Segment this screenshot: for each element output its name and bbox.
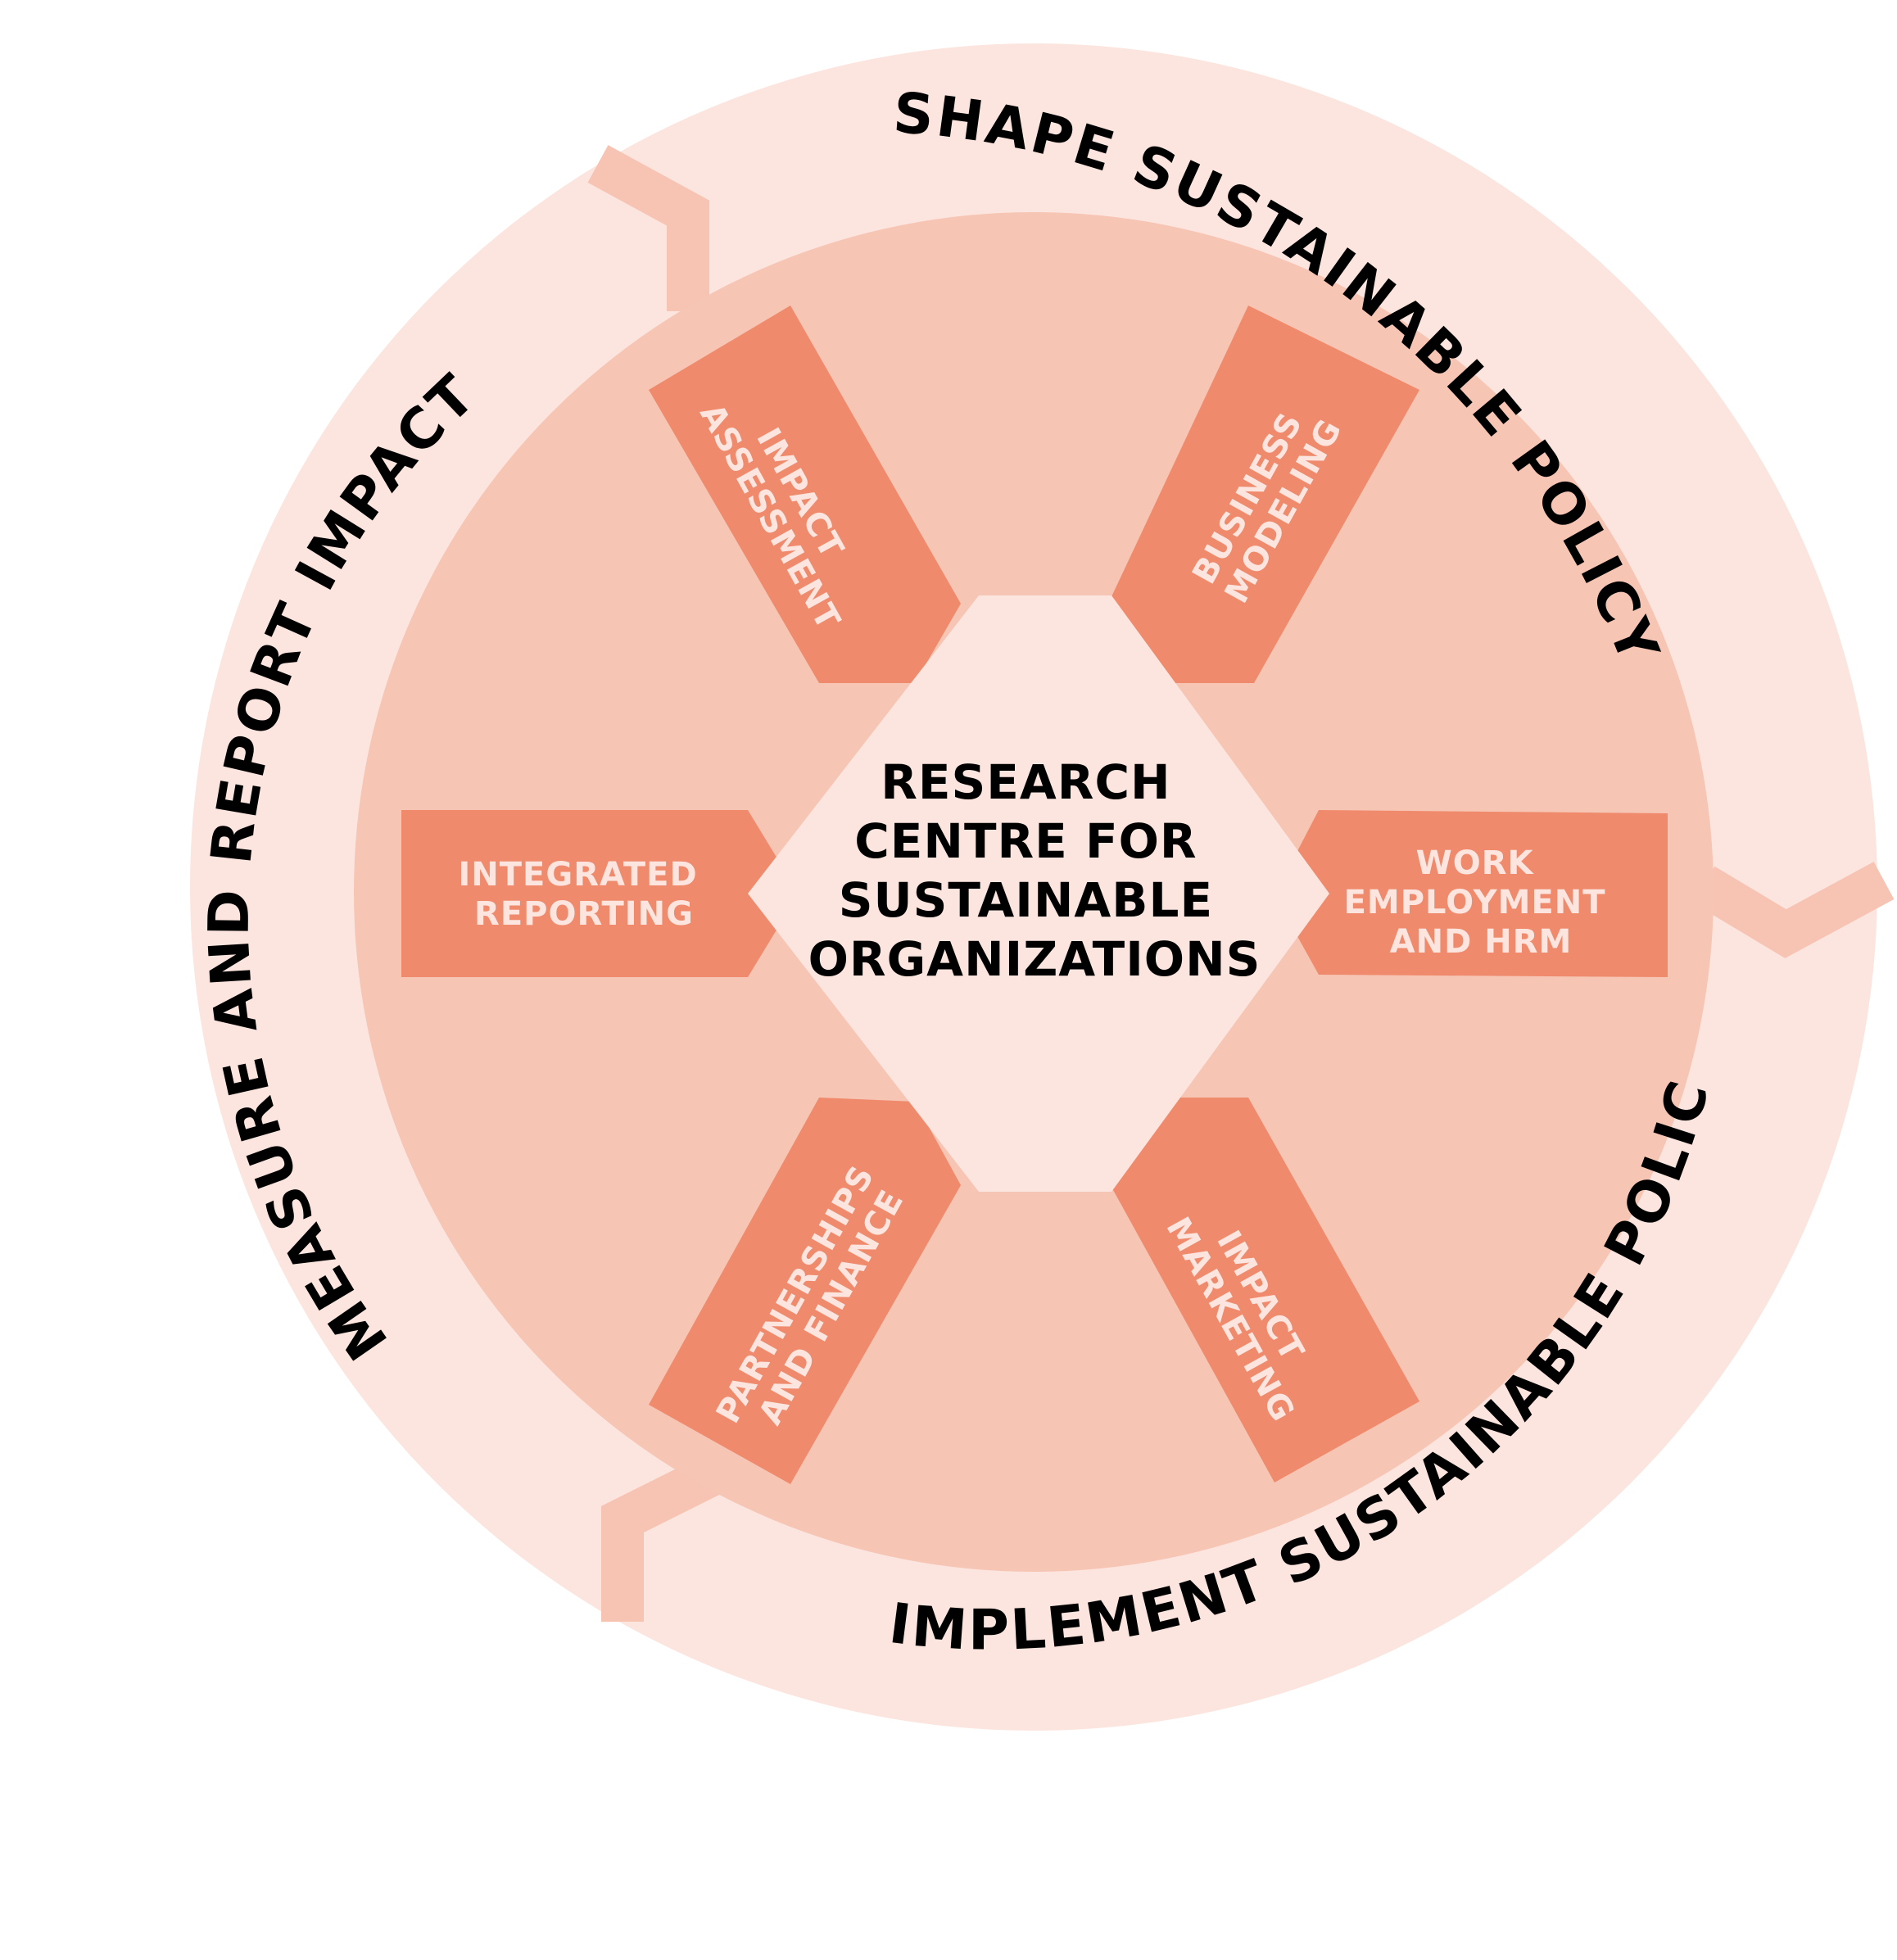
spoke-shape-integrated-reporting xyxy=(401,810,799,977)
cycle-divider-2 xyxy=(1692,862,1895,958)
spoke-shape-impact-marketing xyxy=(1108,1098,1419,1482)
cycle-divider-1 xyxy=(587,145,709,311)
center-line-2: CENTRE FOR xyxy=(854,813,1197,869)
spoke-integrated-reporting: INTEGRATED REPORTING xyxy=(401,810,799,977)
spoke-shape-business-modeling xyxy=(1108,306,1419,683)
cycle-dividers xyxy=(587,145,1895,1622)
spoke-shape-impact-assessment xyxy=(649,306,961,683)
spoke-shape-work-employment-hrm xyxy=(1274,810,1668,977)
spoke-work-employment-hrm: WORK EMPLOYMENT AND HRM xyxy=(1274,810,1668,977)
center-title: RESEARCH CENTRE FOR SUSTAINABLE ORGANIZA… xyxy=(808,754,1261,987)
cycle-divider-3 xyxy=(601,1455,722,1622)
center-hub xyxy=(748,595,1329,1192)
center-line-4: ORGANIZATIONS xyxy=(808,931,1261,987)
spoke-label-work-employment-hrm: WORK EMPLOYMENT AND HRM xyxy=(1344,844,1619,961)
center-line-3: SUSTAINABLE xyxy=(839,872,1213,928)
center-line-1: RESEARCH xyxy=(881,754,1170,810)
spoke-shape-partnerships-finance xyxy=(649,1098,961,1484)
spoke-label-integrated-reporting: INTEGRATED REPORTING xyxy=(458,856,709,933)
